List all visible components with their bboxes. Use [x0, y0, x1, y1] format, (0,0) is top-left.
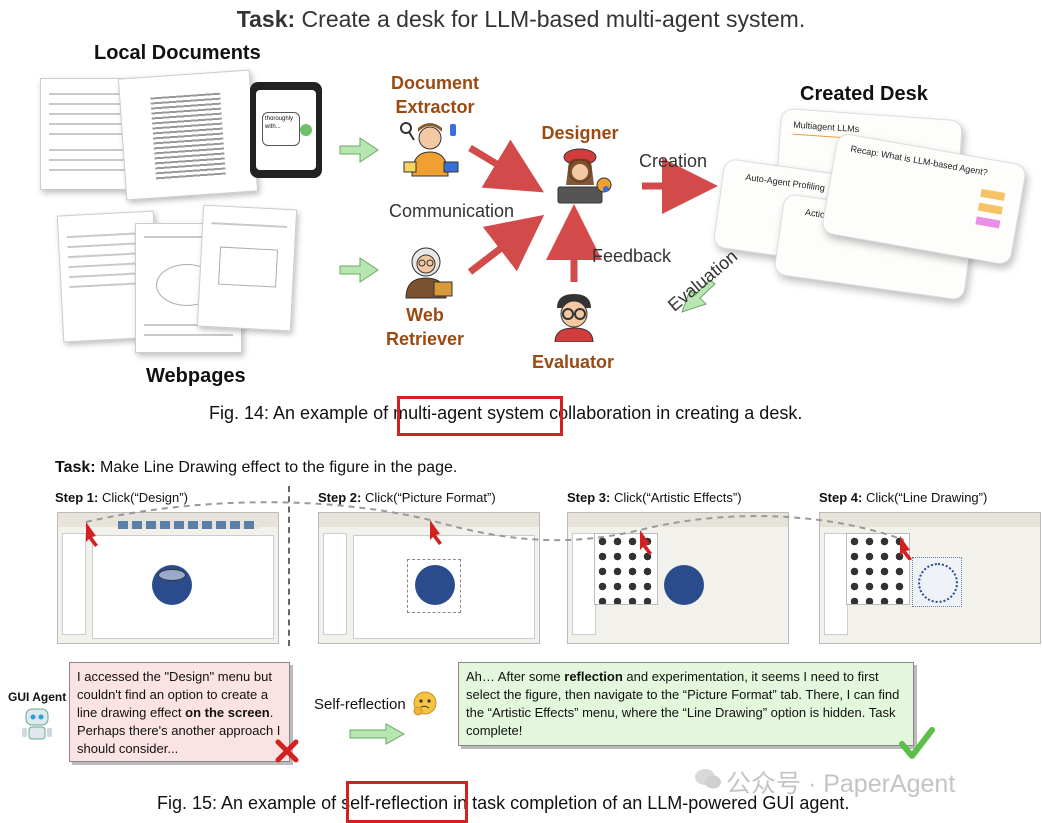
evaluator-avatar [554, 294, 594, 342]
designer-label: Designer [541, 123, 619, 143]
desk-card-title: Multiagent LLMs [792, 119, 860, 135]
step-1-label: Step 1: Click(“Design”) [55, 490, 188, 505]
webpages-illustration [56, 204, 298, 355]
communication-label: Communication [389, 201, 515, 221]
thinking-face-icon [413, 691, 437, 716]
local-documents-label: Local Documents [94, 42, 261, 64]
wechat-icon [695, 769, 721, 789]
fig14-caption: Fig. 14: An example of multi-agent syste… [209, 403, 803, 423]
red-arrow [468, 139, 545, 193]
gui-agent-label: GUI Agent [8, 690, 67, 704]
green-arrow [681, 279, 716, 313]
top-task-text: Create a desk for LLM-based multi-agent … [295, 6, 806, 32]
step-separator [288, 486, 290, 646]
cross-icon [275, 739, 299, 763]
checkmark-icon [899, 727, 935, 759]
artistic-effects-gallery [846, 533, 910, 605]
success-reasoning-bubble: Ah… After some reflection and experiment… [458, 662, 914, 746]
web-retriever-label: Web Retriever [385, 305, 465, 349]
green-arrow [339, 257, 379, 283]
desk-card-title: Auto-Agent Profiling [744, 171, 826, 193]
step-3-label: Step 3: Click(“Artistic Effects”) [567, 490, 742, 505]
fig14-highlight: f multi-agent system [383, 403, 545, 423]
desk-card-title: Recap: What is LLM-based Agent? [849, 143, 989, 178]
check-icon [300, 124, 312, 136]
cursor-icon [900, 536, 912, 560]
top-task-prefix: Task: [236, 6, 296, 32]
fig15-highlight: self-reflection [341, 793, 449, 813]
cursor-icon [430, 520, 442, 545]
bottom-task-title: Task: Make Line Drawing effect to the fi… [55, 459, 458, 476]
local-documents-illustration: thoroughly with... [40, 69, 330, 201]
green-arrow [349, 723, 406, 745]
failure-reasoning-bubble: I accessed the "Design" menu but couldn'… [69, 662, 290, 762]
fig15-highlight-box [346, 781, 468, 823]
artistic-effects-gallery [594, 533, 658, 605]
feedback-label: Feedback [592, 246, 672, 266]
created-desk-illustration: Multiagent LLMs Auto-Agent Profiling Act… [712, 107, 1036, 301]
top-task-title: Task: Create a desk for LLM-based multi-… [0, 6, 1042, 33]
red-arrow [467, 214, 545, 275]
fig15-caption: Fig. 15: An example of self-reflection i… [157, 793, 850, 813]
created-desk-label: Created Desk [800, 83, 928, 105]
fig14-highlight-box [397, 396, 563, 436]
document-extractor-label: Document Extractor [390, 73, 479, 117]
step-2-screenshot [318, 512, 540, 644]
webpages-label: Webpages [146, 365, 246, 387]
step-4-screenshot [819, 512, 1041, 644]
self-reflection-label: Self-reflection [314, 696, 406, 713]
creation-label: Creation [639, 151, 708, 171]
evaluator-label: Evaluator [531, 352, 615, 372]
designer-avatar [557, 148, 612, 204]
cursor-icon [86, 522, 98, 547]
step-3-screenshot [567, 512, 789, 644]
watermark-text: 公众号 · PaperAgent [726, 770, 956, 798]
click-path [85, 501, 912, 560]
web-retriever-avatar [405, 247, 453, 299]
flow-arrows [339, 137, 718, 313]
green-arrow [339, 137, 379, 163]
step-4-label: Step 4: Click(“Line Drawing”) [819, 490, 988, 505]
document-extractor-avatar [400, 122, 459, 177]
robot-icon [22, 708, 52, 740]
phone-device: thoroughly with... [250, 82, 322, 178]
cursor-icon [640, 530, 652, 555]
step-2-label: Step 2: Click(“Picture Format”) [318, 490, 496, 505]
